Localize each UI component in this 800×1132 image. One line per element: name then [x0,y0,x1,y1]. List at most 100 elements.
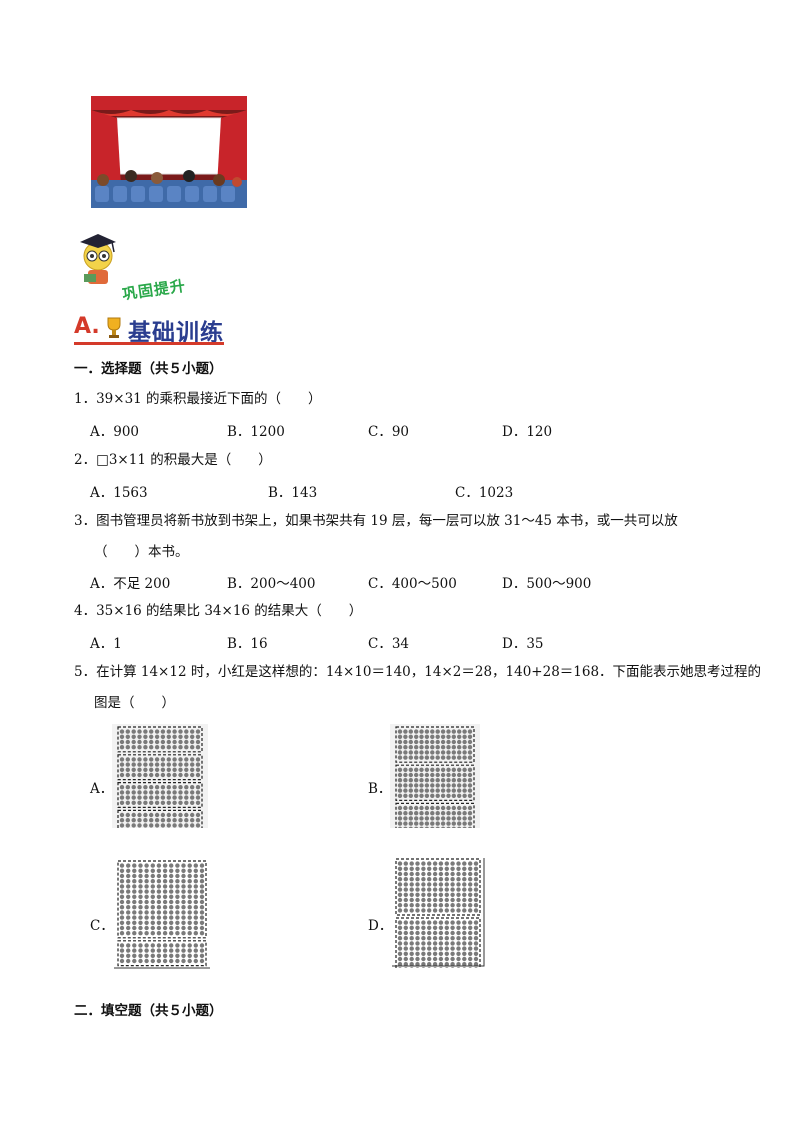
dot [119,915,125,920]
q3-option-d[interactable]: D．500～900 [502,576,592,592]
q5-dot-diagram-a[interactable] [112,724,208,828]
dot [178,818,183,823]
dot [181,958,186,964]
dot [166,785,171,790]
dot [473,861,479,866]
dot [462,956,467,962]
dot [424,816,430,821]
dot [462,866,467,871]
dot [160,772,166,778]
dot [440,788,446,793]
dot [156,925,162,931]
dot [408,734,413,739]
dot [409,892,414,897]
dot [132,879,137,884]
q4-option-a[interactable]: A．1 [90,636,122,652]
dot [144,943,149,948]
dot [450,908,455,913]
q2-option-b[interactable]: B．143 [268,485,318,501]
dot [456,908,461,913]
dot [131,729,136,734]
dot [132,915,137,920]
dot [397,936,403,941]
dot [144,925,149,931]
dot [409,925,414,930]
q3-option-b[interactable]: B．200～400 [227,576,316,592]
dot [450,936,455,941]
dot [137,745,142,750]
q3-option-a[interactable]: A．不足 200 [90,576,171,592]
dot [119,729,125,734]
dot [126,879,131,884]
dot [457,783,462,788]
q1-option-d[interactable]: D．120 [502,424,553,440]
dot [440,783,446,788]
q3-option-c[interactable]: C．400～500 [368,576,457,592]
q5-option-a-label[interactable]: A． [90,781,114,797]
q1-option-a[interactable]: A．900 [90,424,140,440]
q2-option-a[interactable]: A．1563 [90,485,148,501]
q2-option-c[interactable]: C．1023 [455,485,514,501]
dot [410,967,414,968]
q1-option-b[interactable]: B．1200 [227,424,285,440]
dot [432,892,438,897]
dot [444,936,449,941]
dot [132,931,137,936]
dot [438,951,444,956]
dot [456,871,461,877]
dot [456,936,461,941]
dot [149,739,154,745]
dot [397,887,403,892]
q4-option-b[interactable]: B．16 [227,636,268,652]
q4-option-c[interactable]: C．34 [368,636,410,652]
dot [440,739,446,745]
dot [440,750,446,755]
dot [162,943,168,948]
dot [150,889,155,894]
dot [156,905,162,910]
dot [125,757,130,762]
dot [468,861,473,866]
dot [199,948,205,953]
dot [137,734,142,739]
dot [435,778,440,783]
dot [403,956,408,962]
dot [166,762,171,767]
dot [119,910,125,915]
dot [397,962,403,967]
dot [125,734,130,739]
dot [473,920,479,925]
dot [440,734,446,739]
dot [397,946,403,951]
dot [137,823,142,828]
q5-dot-diagram-b[interactable] [390,724,480,828]
dot [408,788,413,793]
dot [450,962,455,967]
q5-dot-diagram-d[interactable] [390,856,486,968]
dot [131,762,136,767]
dot [440,805,446,811]
dot [424,745,430,750]
q1-option-c[interactable]: C．90 [368,424,410,440]
dot [132,899,137,905]
q5-option-d-label[interactable]: D． [368,918,393,934]
q5-option-c-label[interactable]: C． [90,918,114,934]
dot [169,879,174,884]
dot [421,925,426,930]
dot [119,884,125,889]
q5-dot-diagram-c[interactable] [112,858,212,970]
dot [456,962,461,967]
q5-option-b-label[interactable]: B． [368,781,392,797]
q4-option-d[interactable]: D．35 [502,636,544,652]
dot [427,946,432,951]
dot [427,956,432,962]
dot [473,897,479,903]
dot [403,788,408,793]
dot [462,811,467,816]
dot [427,877,432,882]
dot [160,739,166,745]
dot [138,920,143,925]
dot [446,755,451,760]
dot [184,785,189,790]
dot [149,785,154,790]
